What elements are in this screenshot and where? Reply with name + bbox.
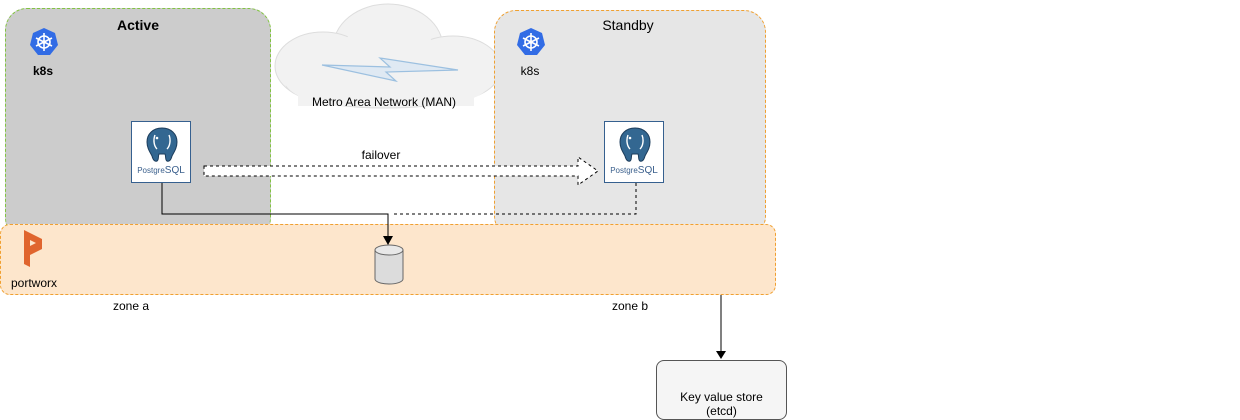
key-value-store-box: Key value store (etcd) (656, 360, 787, 420)
postgresql-label-prefix: Postgre (610, 166, 638, 175)
lightning-icon (321, 57, 459, 83)
postgresql-label-suffix: SQL (164, 165, 185, 176)
postgresql-icon (619, 127, 651, 162)
zone-b-label: zone b (612, 299, 649, 313)
database-cylinder-icon (374, 244, 404, 285)
kv-store-subtitle: (etcd) (706, 404, 737, 418)
kv-store-title: Key value store (680, 390, 763, 404)
postgresql-standby-node: PostgreSQL (604, 121, 664, 183)
postgresql-label-prefix: Postgre (137, 166, 165, 175)
failover-label: failover (361, 148, 401, 162)
active-k8s-label: k8s (32, 64, 54, 78)
active-zone-title: Active (116, 17, 160, 33)
postgresql-label-suffix: SQL (637, 165, 658, 176)
cloud-icon (274, 3, 502, 109)
postgresql-label: PostgreSQL (132, 165, 190, 176)
portworx-icon (24, 230, 42, 267)
standby-zone-title: Standby (602, 17, 654, 33)
failover-arrow (203, 156, 599, 186)
portworx-label: portworx (11, 276, 58, 290)
network-label: Metro Area Network (MAN) (311, 95, 457, 109)
kubernetes-icon (30, 28, 58, 55)
kubernetes-icon (517, 28, 545, 55)
zone-a-label: zone a (113, 299, 150, 313)
postgresql-label: PostgreSQL (605, 165, 663, 176)
postgresql-icon (146, 127, 178, 162)
postgresql-active-node: PostgreSQL (131, 121, 191, 183)
standby-k8s-label: k8s (520, 64, 540, 78)
